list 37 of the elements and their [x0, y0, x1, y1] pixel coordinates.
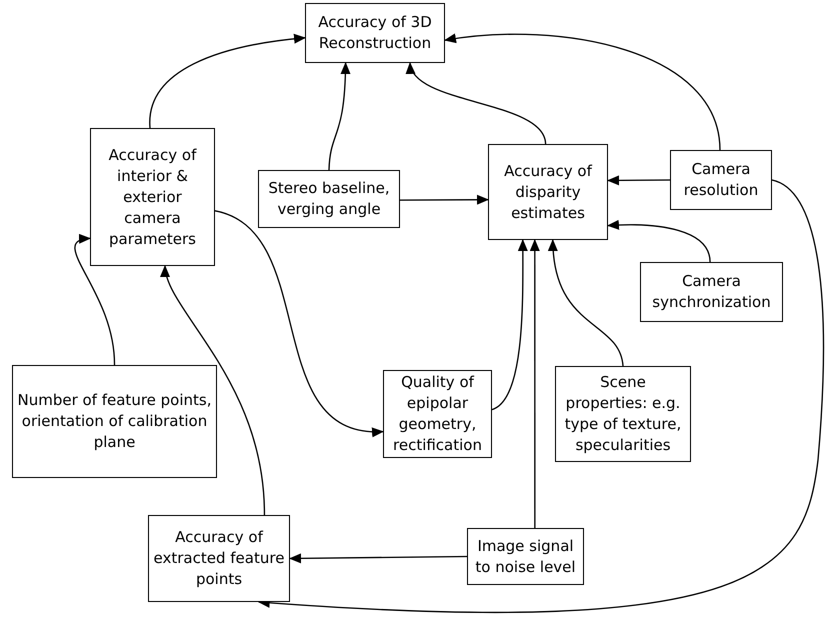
- text-box: [670, 150, 772, 210]
- arrow: [408, 62, 546, 144]
- text-box: [148, 515, 290, 602]
- text-box: [488, 144, 608, 240]
- text-box: [305, 3, 445, 63]
- text-box: [258, 170, 400, 228]
- arrow: [289, 553, 467, 564]
- box-text: Accuracy of 3D Reconstruction: [317, 12, 433, 54]
- arrow: [400, 194, 489, 205]
- arrow: [607, 175, 670, 186]
- box-text: Scene properties: e.g. type of texture, specularities: [564, 372, 682, 456]
- arrow: [492, 239, 528, 410]
- box-text: Accuracy of extracted feature points: [153, 527, 285, 590]
- arrow: [444, 34, 721, 150]
- text-box: [12, 365, 217, 478]
- text-box: [383, 370, 492, 458]
- arrow: [258, 179, 824, 613]
- box-text: Quality of epipolar geometry, rectification: [392, 372, 483, 456]
- arrow: [607, 220, 711, 262]
- text-box: [555, 366, 691, 462]
- arrow: [530, 239, 540, 528]
- box-text: Camera synchronization: [651, 271, 772, 313]
- box-text: Number of feature points, orientation of calibration plane: [17, 390, 212, 453]
- box-text: Accuracy of interior & exterior camera parameters: [108, 144, 198, 250]
- arrow: [328, 62, 350, 170]
- box-text: Stereo baseline, verging angle: [267, 178, 391, 220]
- arrow: [214, 210, 384, 436]
- box-text: Accuracy of disparity estimates: [503, 160, 594, 224]
- arrow: [162, 265, 266, 516]
- arrow: [149, 34, 306, 128]
- text-box: [467, 528, 584, 585]
- box-text: Image signal to noise level: [474, 536, 577, 578]
- arrow: [74, 235, 116, 366]
- text-box: [90, 128, 215, 266]
- text-box: [640, 262, 783, 322]
- arrow: [548, 239, 624, 366]
- box-text: Camera resolution: [682, 159, 760, 201]
